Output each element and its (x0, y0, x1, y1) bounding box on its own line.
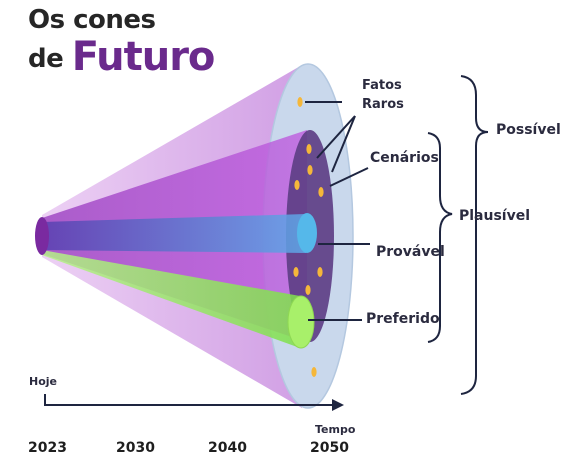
preferred-disc (287, 295, 315, 349)
title-line-2: de Futuro (28, 34, 216, 80)
title-prefix: de (28, 44, 72, 74)
label-fatos: Fatos (362, 78, 402, 93)
probable-disc (297, 213, 317, 253)
plausible-brace (427, 132, 453, 343)
title-emphasis: Futuro (71, 34, 216, 80)
year-2040: 2040 (208, 440, 247, 456)
probable-cone (42, 214, 306, 253)
label-provavel: Provável (376, 244, 445, 260)
braces (427, 75, 489, 395)
year-2030: 2030 (116, 440, 155, 456)
rare-fact-dots (297, 97, 317, 377)
label-plausivel: Plausível (459, 208, 531, 224)
possible-brace (460, 75, 489, 395)
year-2050: 2050 (310, 440, 349, 456)
label-possivel: Possível (496, 122, 561, 138)
label-cenarios: Cenários (370, 150, 439, 166)
label-preferido: Preferido (366, 311, 440, 327)
title-line-1: Os cones (28, 5, 156, 35)
leader-lines (305, 101, 370, 321)
label-hoje: Hoje (29, 375, 57, 388)
label-tempo: Tempo (315, 423, 356, 436)
preferred-cone (42, 250, 300, 348)
scenario-dots (293, 144, 324, 295)
label-raros: Raros (362, 97, 404, 112)
apex-ellipse (35, 217, 49, 255)
timeline-axis (44, 394, 344, 411)
year-2023: 2023 (28, 440, 67, 456)
